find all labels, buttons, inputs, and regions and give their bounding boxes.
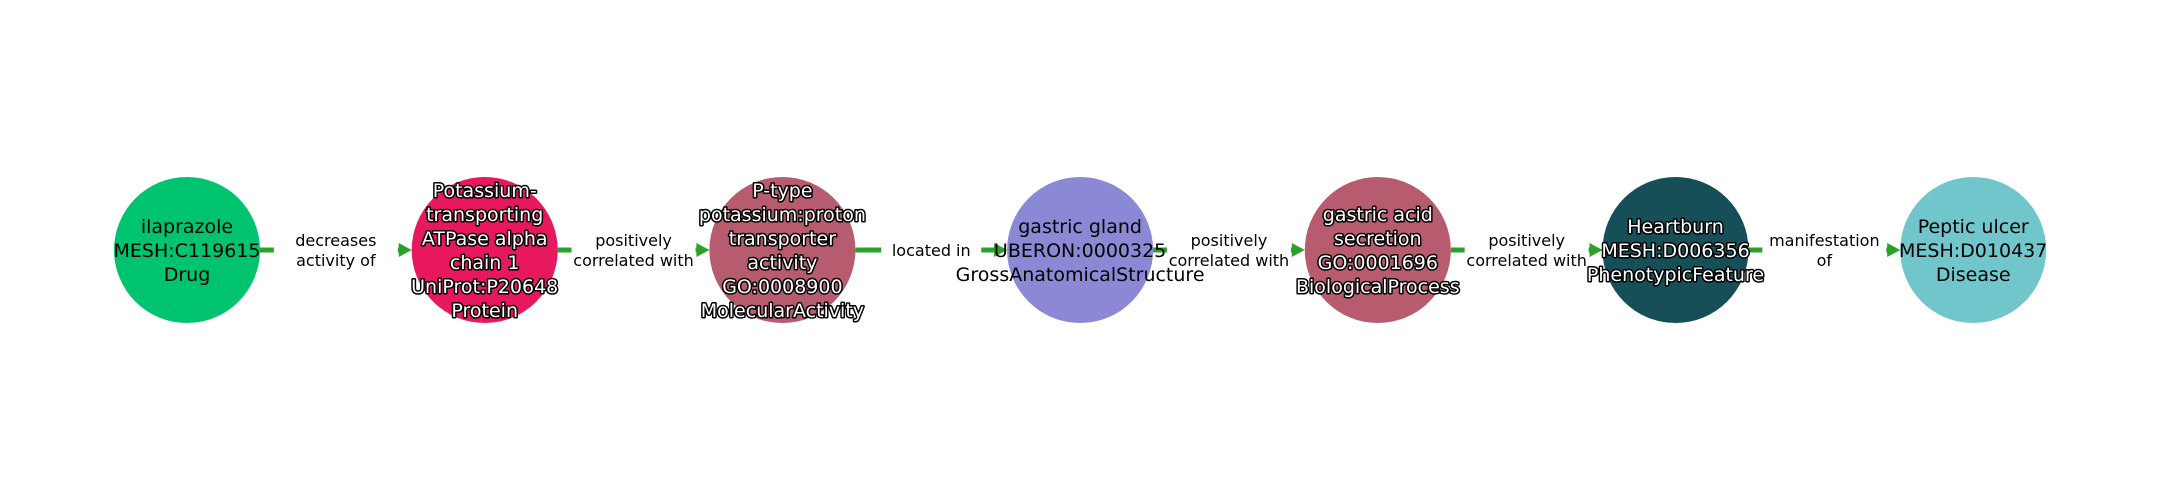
node-label-line: transporter: [729, 228, 836, 250]
node-circle[interactable]: [1602, 177, 1749, 323]
node-label-line: UniProt:P20648: [411, 276, 558, 298]
node-label-line: gastric gland: [1018, 216, 1142, 238]
node-circle[interactable]: [709, 177, 856, 323]
edge-label-line: of: [1817, 251, 1833, 270]
node-label-line: MESH:D006356: [1601, 240, 1749, 262]
node-label-line: ilaprazole: [141, 216, 233, 238]
node-label-line: MESH:D010437: [1899, 240, 2047, 262]
node-circle[interactable]: [411, 177, 558, 323]
edge-label-line: activity of: [296, 251, 376, 270]
edge-label-line: correlated with: [573, 251, 694, 270]
edge-label-line: correlated with: [1466, 251, 1587, 270]
edge-label-line: manifestation: [1769, 231, 1880, 250]
node-circle[interactable]: [1007, 177, 1154, 323]
node-label-line: GrossAnatomicalStructure: [956, 264, 1205, 286]
edge-label-line: decreases: [295, 231, 376, 250]
node-circle[interactable]: [1900, 177, 2047, 323]
node-circle[interactable]: [114, 177, 260, 323]
node-label-line: secretion: [1334, 228, 1422, 250]
node-label-line: gastric acid: [1323, 204, 1433, 226]
node-label-line: activity: [747, 252, 817, 274]
edge: located in: [855, 238, 1008, 262]
node-circle[interactable]: [1304, 177, 1451, 323]
node-label-line: potassium:proton: [699, 204, 866, 226]
edge-label-line: positively: [1488, 231, 1565, 250]
node-label-line: transporting: [426, 204, 543, 226]
node-label-line: Disease: [1936, 264, 2011, 286]
arrowhead-icon: [1291, 243, 1305, 257]
edge-label-line: located in: [892, 241, 971, 260]
arrowhead-icon: [1887, 243, 1901, 257]
arrowhead-icon: [1589, 243, 1603, 257]
node-label-line: ATPase alpha: [422, 228, 548, 250]
arrowhead-icon: [398, 243, 412, 257]
arrowhead-icon: [696, 243, 710, 257]
edge-label-background: [1762, 228, 1887, 272]
edge-label-background: [1166, 228, 1291, 272]
arrowhead-icon: [994, 243, 1008, 257]
edge-label: located in: [892, 241, 971, 260]
node-label-line: chain 1: [450, 252, 520, 274]
node-label-line: BiologicalProcess: [1296, 276, 1460, 298]
node-label-line: MESH:C119615: [114, 240, 261, 262]
node-label-line: Drug: [164, 264, 211, 286]
node-label-line: PhenotypicFeature: [1587, 264, 1764, 286]
node-label-line: MolecularActivity: [701, 300, 864, 322]
edge-label-line: correlated with: [1169, 251, 1290, 270]
node-label-line: Protein: [451, 300, 518, 322]
edge-label-background: [571, 228, 696, 272]
node-label-line: GO:0008900: [722, 276, 842, 298]
node-label-line: UBERON:0000325: [994, 240, 1166, 262]
node-label-line: GO:0001696: [1318, 252, 1438, 274]
node-label-line: P-type: [752, 180, 812, 202]
node-label-line: Potassium-: [433, 180, 537, 202]
edge-label-background: [1464, 228, 1589, 272]
edge-label-background: [273, 228, 398, 272]
node-label-line: Peptic ulcer: [1918, 216, 2029, 238]
node-label-line: Heartburn: [1627, 216, 1724, 238]
edge-label-line: positively: [595, 231, 672, 250]
edge-label-background: [881, 238, 982, 262]
edge-label-line: positively: [1191, 231, 1268, 250]
